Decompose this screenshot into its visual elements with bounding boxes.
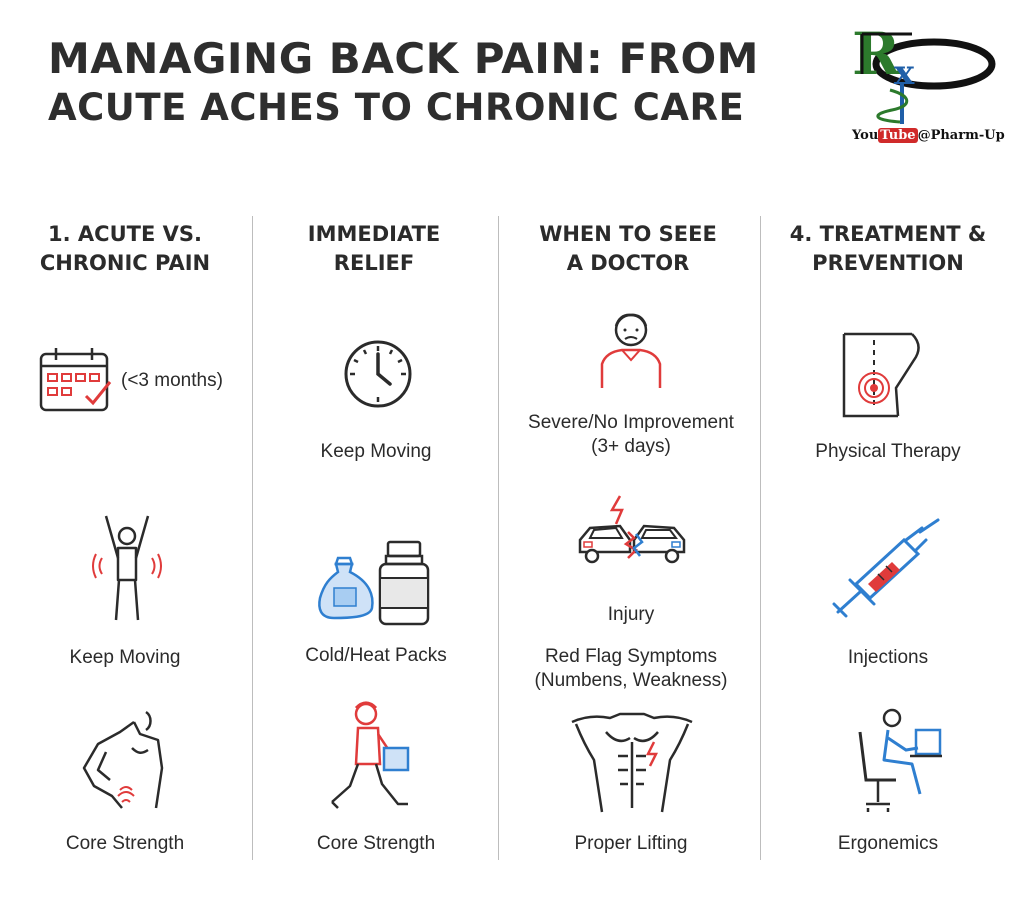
page-title-line-2: ACUTE ACHES TO CHRONIC CARE [48, 86, 745, 129]
car-crash-icon [578, 495, 686, 564]
proper-lifting-label: Proper Lifting [574, 833, 688, 854]
svg-text:R: R [852, 20, 901, 88]
physical-therapy-label: Physical Therapy [815, 441, 961, 462]
ergonomic-desk-icon [858, 708, 942, 812]
lifting-box-icon [331, 701, 410, 809]
ice-pack-bottle-icon [318, 540, 430, 626]
muscular-torso-icon [571, 712, 693, 813]
injections-label: Injections [847, 647, 929, 668]
core-strength-relief-label: Core Strength [316, 833, 436, 854]
ergonomics-label: Ergonemics [837, 833, 939, 854]
column-divider [498, 216, 499, 860]
keep-moving-label: Keep Moving [69, 647, 181, 668]
physical-therapy-icon [842, 332, 920, 418]
red-flag-symptoms-label: Red Flag Symptoms (Numbens, Weakness) [534, 646, 728, 691]
severe-no-improvement-label: Severe/No Improvement (3+ days) [528, 412, 734, 457]
page-title-line-1: MANAGING BACK PAIN: FROM [48, 34, 759, 83]
clock-icon [344, 340, 412, 408]
keep-moving-relief-label: Keep Moving [320, 441, 432, 462]
column-heading-immediate-relief: IMMEDIATE RELIEF [307, 222, 441, 275]
injury-label: Injury [607, 604, 655, 625]
core-strength-label: Core Strength [65, 833, 185, 854]
acute-duration-label: (<3 months) [121, 370, 223, 391]
cold-heat-packs-label: Cold/Heat Packs [305, 645, 447, 666]
stretching-person-icon [92, 515, 162, 621]
column-heading-treatment: 4. TREATMENT & PREVENTION [789, 222, 987, 275]
column-divider [252, 216, 253, 860]
svg-text:x: x [894, 53, 915, 93]
rx-caduceus-logo-icon: R x [852, 20, 996, 124]
column-divider [760, 216, 761, 860]
calendar-icon [39, 348, 112, 412]
syringe-icon [832, 518, 940, 618]
worried-person-icon [600, 313, 662, 388]
column-heading-see-doctor: WHEN TO SEEE A DOCTOR [539, 222, 717, 275]
column-heading-acute-chronic: 1. ACUTE VS. CHRONIC PAIN [39, 222, 211, 275]
torso-back-pain-icon [82, 710, 164, 809]
